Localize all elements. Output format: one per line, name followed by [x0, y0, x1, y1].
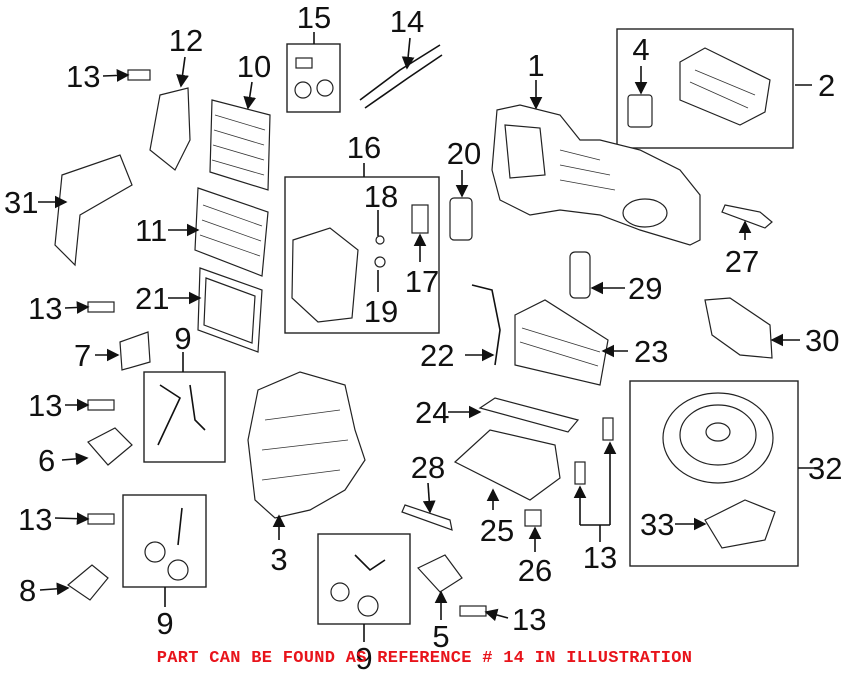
callout-22: 22 — [420, 338, 454, 373]
part-filter-21 — [197, 267, 263, 353]
callout-20: 20 — [447, 136, 481, 171]
callout-17: 17 — [405, 264, 439, 299]
part-bracket-12 — [149, 87, 191, 171]
part-flap-housing — [679, 47, 771, 126]
callout-6: 6 — [38, 443, 55, 478]
part-actuator-7 — [119, 331, 151, 371]
callout-8: 8 — [19, 573, 36, 608]
part-blower-32 — [662, 392, 774, 484]
callout-9c: 9 — [355, 641, 372, 676]
group-box-9a — [143, 371, 226, 463]
callout-27: 27 — [725, 244, 759, 279]
callout-1: 1 — [527, 48, 544, 83]
callout-33: 33 — [640, 507, 674, 542]
callout-11: 11 — [135, 213, 167, 248]
callout-4: 4 — [632, 32, 649, 67]
part-tube-14 — [359, 44, 443, 109]
group-box-15 — [286, 43, 341, 113]
part-actuator-6 — [87, 427, 133, 466]
part-clip-29 — [569, 251, 591, 299]
part-actuator-8 — [67, 564, 109, 601]
callout-9b: 9 — [156, 606, 173, 641]
part-clip-26 — [524, 509, 542, 527]
group-box-2 — [616, 28, 794, 149]
callout-32: 32 — [808, 451, 842, 486]
callout-2: 2 — [818, 68, 835, 103]
callout-30: 30 — [805, 323, 839, 358]
part-evaporator — [194, 187, 269, 277]
part-expansion-valve-group — [291, 204, 429, 323]
callout-29: 29 — [628, 271, 662, 306]
callout-25: 25 — [480, 513, 514, 548]
part-seal-24 — [478, 397, 580, 433]
group-box-16 — [284, 176, 440, 334]
part-heater-box — [247, 371, 366, 519]
reference-note: PART CAN BE FOUND AS REFERENCE # 14 IN I… — [156, 649, 693, 668]
callout-13-b: 13 — [28, 291, 62, 326]
leader-lines — [38, 32, 815, 642]
callout-23: 23 — [634, 334, 668, 369]
callout-24: 24 — [415, 395, 449, 430]
callout-28: 28 — [411, 450, 445, 485]
part-seals-15 — [294, 57, 334, 99]
callout-13-d: 13 — [18, 502, 52, 537]
part-drain-hose-22 — [471, 284, 501, 366]
callout-9a: 9 — [174, 321, 191, 356]
callout-21: 21 — [135, 281, 169, 316]
callout-31: 31 — [4, 185, 38, 220]
callout-15: 15 — [297, 0, 331, 35]
callout-16: 16 — [347, 130, 381, 165]
callout-13-a: 13 — [66, 59, 100, 94]
callout-7: 7 — [74, 338, 91, 373]
callout-13-e: 13 — [512, 602, 546, 637]
group-box-32 — [629, 380, 799, 567]
part-bracket-30 — [704, 297, 773, 359]
part-sensor-5 — [417, 554, 463, 593]
part-screws-13 — [87, 69, 614, 617]
callout-26: 26 — [518, 553, 552, 588]
part-hvac-housing — [491, 104, 701, 246]
part-bracket-31 — [54, 154, 133, 267]
callout-13-f: 13 — [583, 540, 617, 575]
callout-12: 12 — [169, 23, 203, 58]
callout-numbers: 1 2 3 4 5 7 6 8 9 9 9 10 11 12 13 13 13 … — [4, 0, 842, 676]
part-resistor-33 — [704, 499, 776, 549]
callout-18: 18 — [364, 179, 398, 214]
callout-14: 14 — [390, 4, 424, 39]
part-switch-20 — [449, 197, 473, 241]
part-tray-25 — [453, 429, 561, 501]
part-sensor-28 — [401, 504, 453, 531]
part-heater-core — [209, 99, 271, 191]
group-box-9b — [122, 494, 207, 588]
callout-3: 3 — [270, 542, 287, 577]
part-linkage-9 — [144, 384, 386, 617]
callout-13-c: 13 — [28, 388, 62, 423]
part-sensor-27 — [721, 204, 773, 229]
callout-5: 5 — [432, 619, 449, 654]
part-actuator-4 — [627, 94, 653, 128]
callout-19: 19 — [364, 294, 398, 329]
part-cabin-filter-23 — [514, 299, 609, 386]
callout-10: 10 — [237, 49, 271, 84]
